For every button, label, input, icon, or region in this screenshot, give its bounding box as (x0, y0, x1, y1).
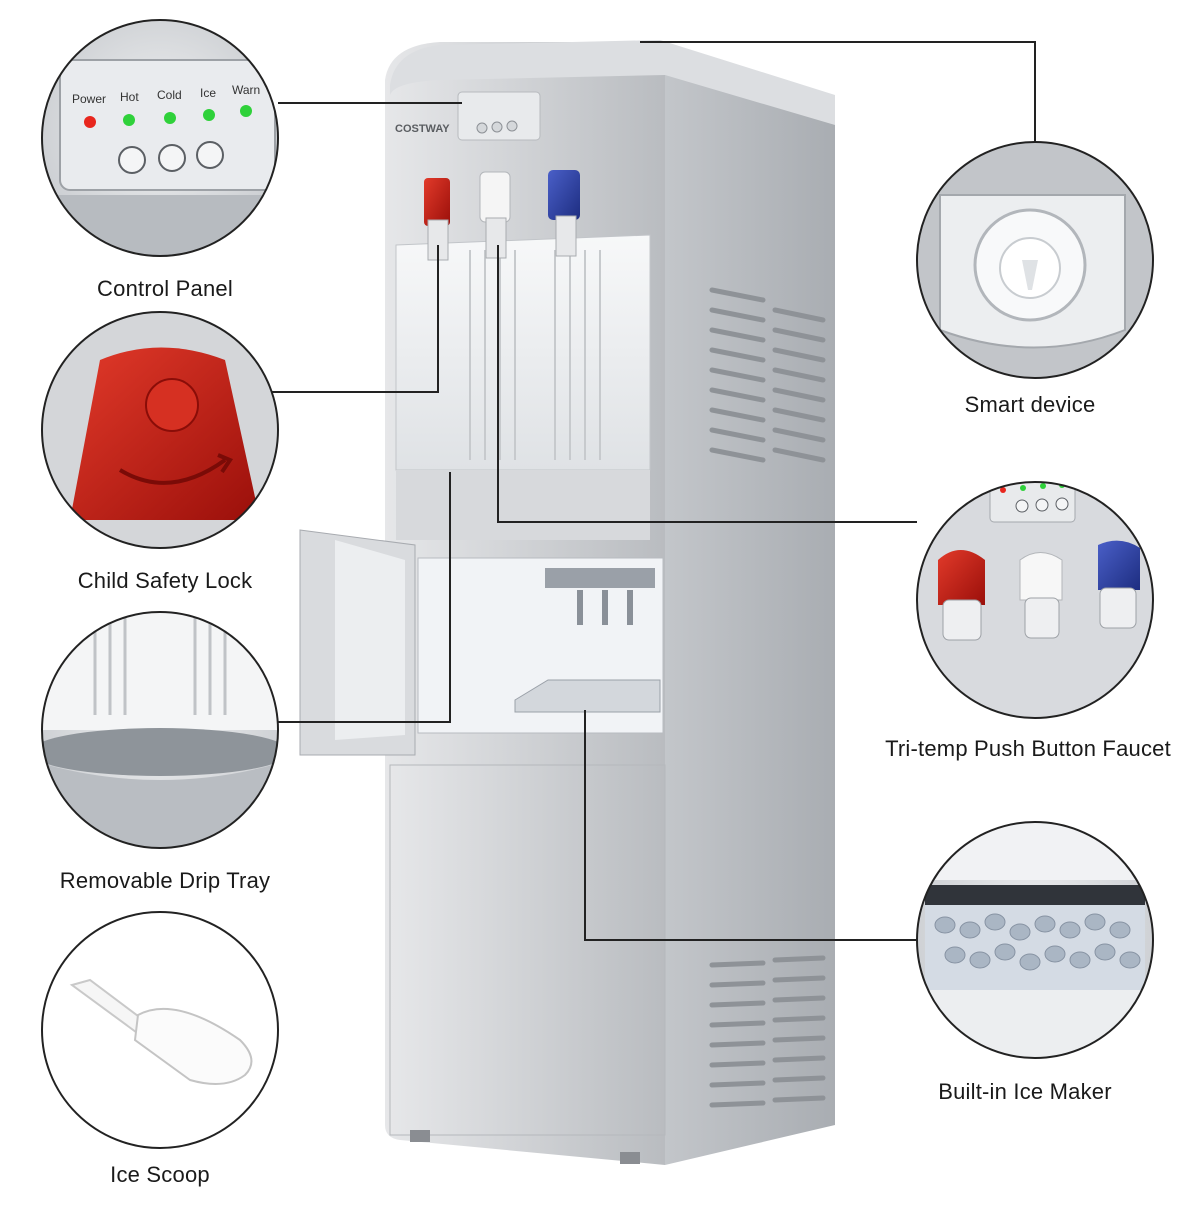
ice-scoop-icon (69, 978, 253, 1085)
callout-lines (268, 41, 1036, 941)
dispensing-recess (395, 234, 651, 471)
water-dispenser: COSTWAY (299, 40, 835, 1165)
panel-label-warn: Warn (232, 83, 260, 97)
brand-logo: COSTWAY (395, 123, 450, 135)
caption-ice-maker: Built-in Ice Maker (938, 1079, 1112, 1104)
panel-label-ice: Ice (200, 86, 216, 100)
caption-removable-drip-tray: Removable Drip Tray (59, 868, 271, 893)
dispenser-panel-buttons (476, 120, 518, 134)
hot-button[interactable] (118, 146, 146, 174)
ice-button[interactable] (196, 141, 224, 169)
line-child-lock (268, 245, 439, 393)
panel-label-cold: Cold (157, 88, 182, 102)
caption-ice-scoop: Ice Scoop (110, 1162, 210, 1187)
lower-vent-grille (709, 955, 826, 1108)
hot-faucet[interactable] (424, 178, 450, 261)
ice-basket (514, 679, 661, 713)
detail-circle-smart-device (916, 141, 1154, 379)
cold-button[interactable] (158, 144, 186, 172)
detail-circle-tri-temp (916, 481, 1154, 719)
caption-smart-device: Smart device (964, 392, 1096, 417)
caption-child-safety-lock: Child Safety Lock (77, 568, 253, 593)
line-drip-tray (278, 472, 451, 723)
drip-tray-shelf (396, 470, 650, 540)
detail-circle-child-lock (41, 311, 279, 549)
cold-faucet[interactable] (479, 171, 511, 259)
line-smart-device (640, 41, 1036, 143)
line-ice-maker (584, 710, 917, 941)
ice-water-faucet[interactable] (548, 170, 580, 257)
detail-circle-ice-maker (916, 821, 1154, 1059)
drip-grille-bars (469, 250, 601, 460)
caption-tri-temp-faucet: Tri-temp Push Button Faucet (885, 736, 1171, 761)
ice-door-inner (335, 540, 405, 740)
dispenser-side-panel (665, 45, 835, 1165)
led-ice (203, 109, 215, 121)
led-warn (240, 105, 252, 117)
panel-label-hot: Hot (120, 90, 139, 104)
panel-label-power: Power (72, 92, 106, 106)
foot-right (620, 1152, 640, 1164)
ice-maker-fingers (577, 590, 633, 625)
detail-circle-control-panel: Power Hot Cold Ice Warn (41, 19, 279, 257)
led-cold (164, 112, 176, 124)
led-hot (123, 114, 135, 126)
dispenser-top-lid (390, 40, 835, 125)
dispenser-control-panel (457, 91, 541, 141)
foot-left (410, 1130, 430, 1142)
line-tri-temp (497, 245, 917, 523)
lower-cabinet-door[interactable] (389, 764, 666, 1136)
detail-circle-ice-scoop (41, 911, 279, 1149)
upper-vent-grille (709, 287, 826, 463)
caption-control-panel: Control Panel (97, 276, 233, 301)
led-power (84, 116, 96, 128)
ice-maker-mechanism (545, 568, 655, 588)
detail-circle-drip-tray (41, 611, 279, 849)
